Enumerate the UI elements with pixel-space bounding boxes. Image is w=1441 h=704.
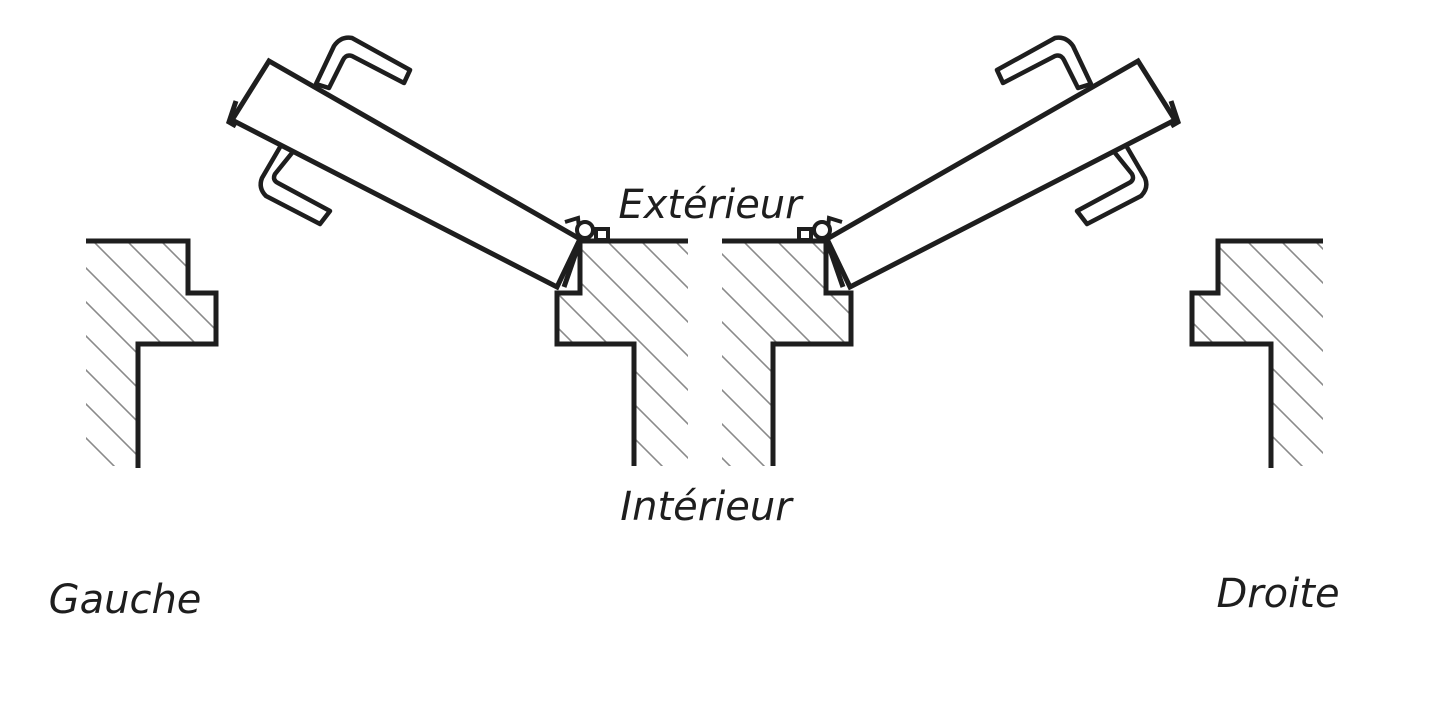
hatch-line	[936, 230, 1186, 480]
right-door-panel	[823, 57, 1179, 291]
hatch-line	[629, 241, 688, 466]
wall-left-outline	[86, 238, 219, 468]
hatch-line	[902, 230, 1152, 480]
hatch-line	[868, 230, 1118, 480]
hatch-line	[765, 241, 851, 466]
left-side-label: Gauche	[49, 577, 202, 623]
hatch-line	[1201, 241, 1323, 466]
right-door-hinge	[797, 215, 846, 288]
hatch-line	[1303, 241, 1323, 466]
hatch-line	[902, 230, 1152, 480]
hatch-line	[86, 241, 163, 466]
wall-center-right-outline	[722, 238, 854, 466]
left-door-upper-handle	[313, 35, 413, 91]
right-door-lower-handle	[1074, 139, 1149, 227]
wall-right-outline	[1189, 238, 1323, 468]
wall-center-left-outline	[554, 238, 688, 466]
hatch-line	[86, 241, 216, 466]
wall-center-left-hatching	[290, 230, 1186, 480]
hatch-line	[86, 241, 197, 466]
hatch-line	[1192, 241, 1283, 466]
hatch-line	[722, 241, 779, 466]
wall-center-right-hatching	[722, 230, 1356, 480]
hatch-line	[1192, 241, 1215, 466]
hatch-line	[0, 230, 60, 480]
hatch-line	[930, 230, 1180, 480]
hatch-line	[970, 230, 1220, 480]
hatch-line	[115, 241, 216, 466]
left-door-panel	[228, 57, 584, 291]
hatch-line	[1192, 241, 1323, 466]
hatch-line	[286, 230, 536, 480]
hatch-line	[936, 230, 1186, 480]
left-door-lower-handle	[258, 139, 333, 227]
hatch-line	[561, 241, 688, 466]
hatch-line	[1192, 241, 1249, 466]
right-door-upper-handle	[994, 35, 1094, 91]
right-door-leaf	[797, 35, 1182, 291]
hatch-line	[731, 241, 851, 466]
hatch-line	[722, 241, 813, 466]
left-door-leaf	[225, 35, 610, 291]
hatch-line	[1338, 230, 1441, 480]
outside-label: Extérieur	[618, 182, 804, 228]
hatch-line	[86, 241, 216, 466]
hatch-line	[557, 241, 688, 466]
hatch-line	[1269, 241, 1323, 466]
hatch-line	[1192, 241, 1323, 466]
right-door-edge	[1168, 100, 1182, 129]
hatch-line	[1038, 230, 1288, 480]
hatch-line	[252, 230, 502, 480]
left-door-edge	[225, 100, 239, 129]
hatch-line	[86, 241, 216, 466]
hatch-line	[868, 230, 1118, 480]
hatch-line	[1192, 241, 1323, 466]
wall-right-hatching	[930, 230, 1441, 480]
hatch-line	[86, 241, 95, 466]
hatch-line	[1406, 230, 1441, 480]
hatch-line	[1235, 241, 1323, 466]
hatch-line	[183, 241, 216, 466]
hatch-line	[1072, 230, 1322, 480]
hatch-line	[595, 241, 688, 466]
hatch-line	[290, 230, 540, 480]
hatch-line	[1372, 230, 1441, 480]
right-side-label: Droite	[1216, 571, 1339, 617]
hatch-line	[218, 230, 468, 480]
hatch-line	[86, 241, 129, 466]
hatch-line	[1192, 241, 1317, 466]
left-door-hinge	[561, 215, 610, 288]
hatch-line	[1106, 230, 1356, 480]
hatch-line	[722, 241, 851, 466]
inside-label: Intérieur	[620, 484, 794, 530]
